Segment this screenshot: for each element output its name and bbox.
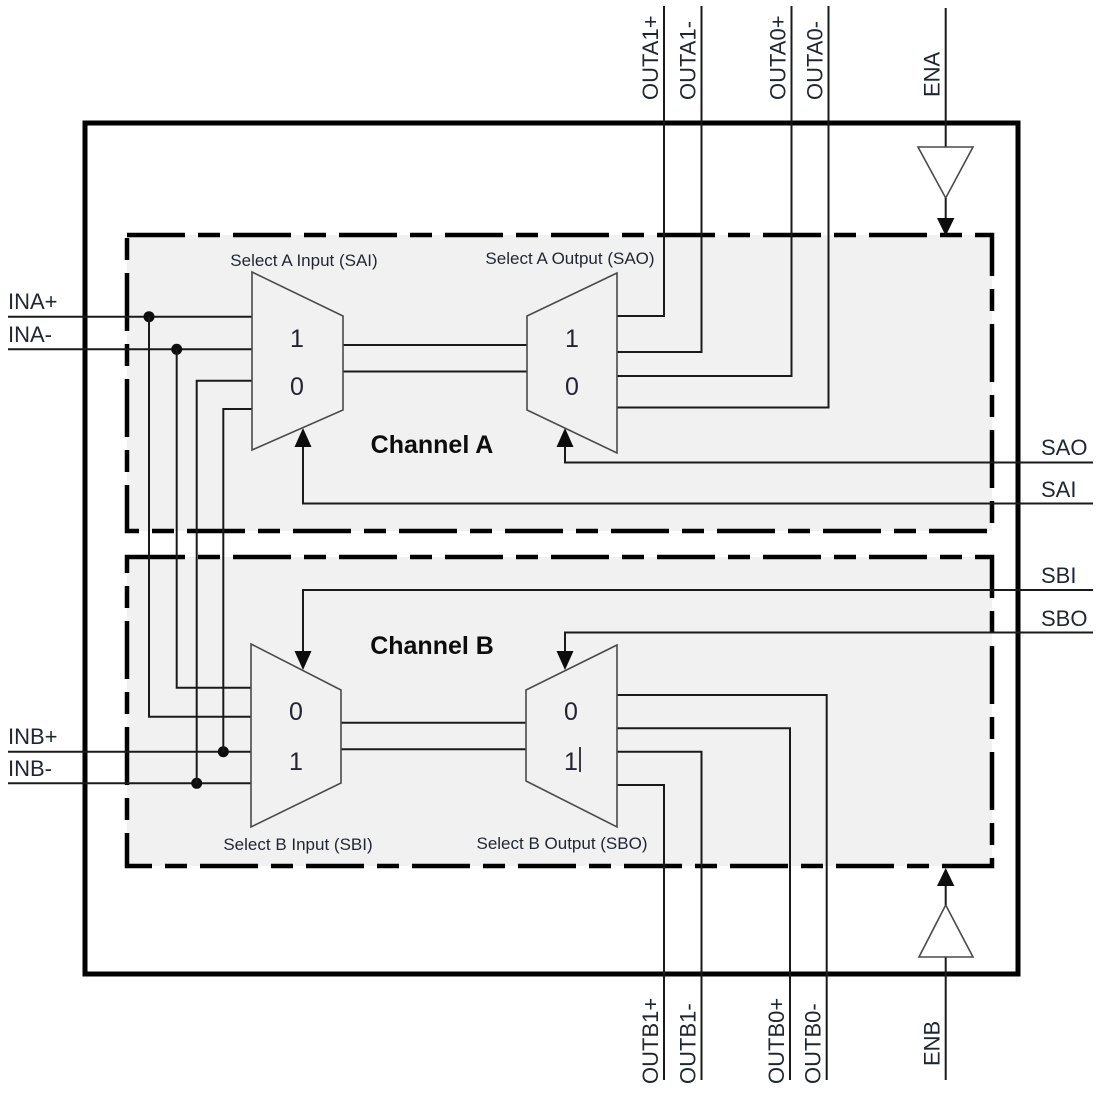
pin-label-outa1-plus: OUTA1+ [638,15,663,100]
sao-mux-value-top: 1 [565,325,579,353]
device-outline [82,120,1021,977]
enb-arrowhead-icon [937,868,955,886]
pin-label-outb0-plus: OUTB0+ [764,998,789,1084]
wire-sai-select [294,428,1093,505]
sai-mux-caption: Select A Input (SAI) [230,251,377,270]
wire-sao-select [556,428,1093,464]
mux-select-b-output [525,643,618,829]
pin-label-sbo: SBO [1041,606,1087,631]
sao-arrowhead-icon [556,428,574,447]
wire-sbi-select [294,589,1093,670]
wire-outa0-minus [617,6,830,409]
wire-enb [917,868,975,1080]
sbo-mux-value-bottom: 1 [564,748,578,776]
sbi-mux-value-bottom: 1 [289,748,303,776]
wire-ina-plus [8,311,252,718]
pin-label-outa0-minus: OUTA0- [803,21,828,100]
pin-label-outb1-plus: OUTB1+ [638,998,663,1084]
sbi-arrowhead-icon [294,651,312,670]
pin-label-ena: ENA [920,51,945,97]
sbo-mux-caption: Select B Output (SBO) [476,834,647,853]
mux-select-a-input [251,270,344,452]
wire-ina-minus [8,343,252,689]
mux-select-a-output [526,271,618,455]
pin-label-sbi: SBI [1041,563,1076,588]
pin-label-ina-plus: INA+ [8,289,58,314]
wire-channel-a-bus [343,344,527,373]
sbo-arrowhead-icon [556,651,574,670]
wire-outa0-plus [617,6,793,377]
sbi-mux-caption: Select B Input (SBI) [223,835,372,854]
pin-label-ina-minus: INA- [8,322,52,347]
sbi-mux-value-top: 0 [289,698,303,726]
sai-mux-value-bottom: 0 [290,373,304,401]
wire-inb-minus [8,379,252,789]
wire-sbo-select [556,631,1093,670]
pin-label-inb-minus: INB- [8,756,52,781]
sao-mux-value-bottom: 0 [565,373,579,401]
ena-buffer-icon [916,146,975,200]
wire-outb0-plus [617,727,791,1080]
channel-b-label: Channel B [370,632,494,660]
pin-label-outb0-minus: OUTB0- [801,1003,826,1084]
pin-label-enb: ENB [920,1021,945,1066]
enb-buffer-icon [917,903,975,958]
mux-select-b-input [250,642,342,829]
sai-mux-value-top: 1 [290,325,304,353]
pin-label-outa0-plus: OUTA0+ [766,15,791,100]
wire-channel-b-bus [341,721,526,751]
wire-outb0-minus [617,694,828,1080]
wire-outa1-minus [617,6,703,353]
wire-outb1-plus [617,784,665,1080]
wire-outa1-plus [617,6,665,317]
sao-mux-caption: Select A Output (SAO) [485,249,654,268]
pin-label-inb-plus: INB+ [8,724,58,749]
channel-a-label: Channel A [371,431,494,459]
wire-outb1-minus [617,750,703,1080]
pin-label-sao: SAO [1041,435,1087,460]
ena-arrowhead-icon [937,218,955,236]
wire-inb-plus [8,408,252,758]
pin-label-outa1-minus: OUTA1- [676,21,701,100]
sbo-mux-value-top: 0 [564,698,578,726]
pin-label-sai: SAI [1041,477,1076,502]
pin-label-outb1-minus: OUTB1- [676,1003,701,1084]
sai-arrowhead-icon [294,428,312,447]
wire-ena [916,8,975,236]
